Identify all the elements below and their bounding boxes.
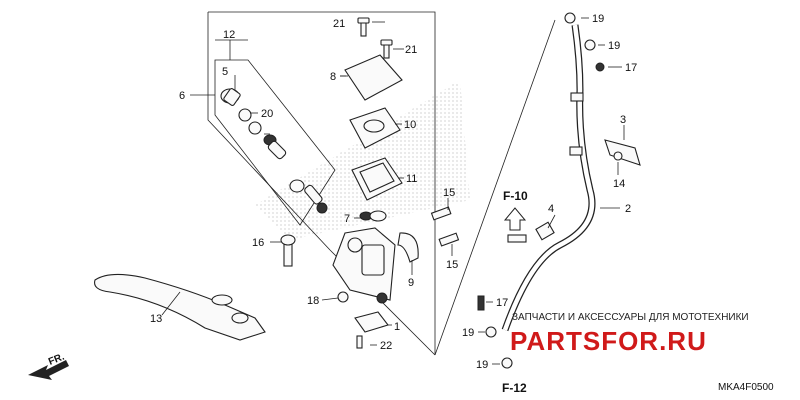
callout-15a: 15 (443, 187, 455, 199)
diagram-code: MKA4F0500 (718, 382, 774, 393)
holder-clamp (397, 232, 419, 263)
ref-label-lower: F-12 (502, 381, 527, 395)
callout-13: 13 (150, 313, 162, 325)
screw-21-parts (357, 17, 393, 59)
watermark-logo: PARTSFOR.RU (510, 326, 707, 356)
callout-8: 8 (330, 71, 336, 83)
callout-17a: 17 (625, 62, 637, 74)
callout-7: 7 (344, 213, 350, 225)
callout-10: 10 (404, 119, 416, 131)
callout-3: 3 (620, 114, 626, 126)
callout-19c: 19 (462, 327, 474, 339)
screw-7-part (359, 210, 387, 222)
shading-area (255, 80, 470, 240)
callout-6: 6 (179, 90, 185, 102)
fr-arrow-icon (28, 360, 69, 380)
brake-hose (477, 12, 605, 369)
diaphragm (351, 157, 403, 201)
callout-20: 20 (261, 108, 273, 120)
piston-parts (220, 88, 328, 214)
frame-outline-left (207, 12, 331, 251)
callout-21a: 21 (333, 18, 345, 30)
callout-19d: 19 (476, 359, 488, 371)
callout-15b: 15 (446, 259, 458, 271)
callout-21b: 21 (405, 44, 417, 56)
callout-1: 1 (394, 321, 400, 333)
callout-16: 16 (252, 237, 264, 249)
callout-2: 2 (625, 203, 631, 215)
callout-19a: 19 (592, 13, 604, 25)
callout-12: 12 (223, 29, 235, 41)
diaphragm-plate (349, 107, 401, 149)
pivot-bolt (280, 234, 296, 267)
reservoir-cap (340, 54, 403, 101)
callout-11: 11 (406, 173, 417, 185)
brake-lever (94, 273, 266, 341)
hose-stay (507, 139, 641, 243)
callout-19b: 19 (608, 40, 620, 52)
callout-18: 18 (307, 295, 319, 307)
callout-9: 9 (408, 277, 414, 289)
frame-to-hose-line (434, 19, 556, 356)
watermark-subtitle: ЗАПЧАСТИ И АКСЕССУАРЫ ДЛЯ МОТОТЕХНИКИ (512, 312, 749, 323)
callout-5: 5 (222, 66, 228, 78)
ref-arrow-up (503, 207, 527, 231)
callout-14: 14 (613, 178, 625, 190)
master-cylinder-body (332, 227, 396, 304)
leader-lines (161, 17, 625, 365)
callout-17b: 17 (496, 297, 508, 309)
frame-outline-top (208, 11, 436, 355)
ref-label-upper: F-10 (503, 189, 528, 203)
callout-4: 4 (548, 203, 554, 215)
callout-22: 22 (380, 340, 392, 352)
holder-bolts (430, 206, 460, 247)
